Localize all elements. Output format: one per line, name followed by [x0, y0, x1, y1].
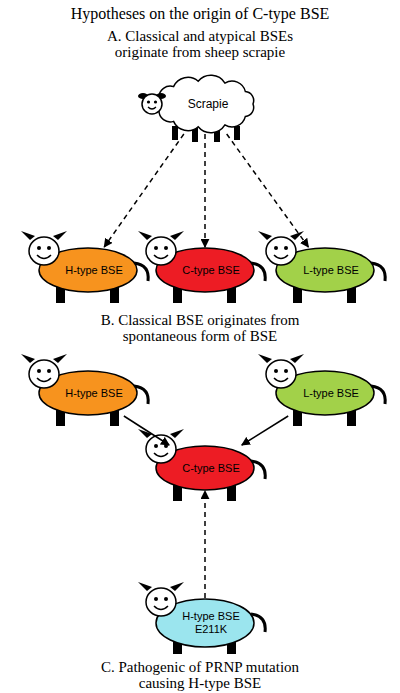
body-ellipse	[276, 248, 374, 292]
cow-body: H-type BSE	[38, 247, 138, 293]
sheep-cloud: Scrapie	[150, 74, 260, 134]
cow-head	[21, 354, 67, 388]
cow-head	[138, 582, 184, 616]
node-label: C-type BSE	[182, 462, 239, 475]
sheep-eye	[147, 100, 150, 103]
cow-body: L-type BSE	[275, 370, 375, 416]
node-label: H-type BSE E211K	[171, 610, 251, 636]
connector-arrow	[227, 134, 309, 247]
cow-body: L-type BSE	[275, 247, 375, 293]
sheep-ear	[138, 93, 148, 99]
connector-arrow	[104, 134, 184, 247]
sheep-face	[142, 94, 162, 114]
sheep-ear	[156, 93, 166, 99]
cow-body: C-type BSE	[155, 445, 255, 491]
cow-body: C-type BSE	[155, 247, 255, 293]
sheep-leg	[234, 126, 240, 140]
connector-arrow	[204, 491, 206, 598]
diagram-title: Hypotheses on the origin of C-type BSE	[0, 5, 400, 23]
cow-head	[138, 231, 184, 265]
node-label: L-type BSE	[303, 264, 359, 277]
body-ellipse	[156, 599, 254, 647]
body-ellipse	[156, 248, 254, 292]
connector-arrow	[124, 416, 169, 445]
section-heading: B. Classical BSE originates from spontan…	[80, 312, 320, 344]
body-ellipse	[276, 371, 374, 415]
sheep-eye	[154, 100, 157, 103]
cow-head	[258, 231, 304, 265]
cow-head	[21, 231, 67, 265]
node-label: Scrapie	[188, 98, 229, 111]
cow-body: H-type BSE E211K	[155, 598, 255, 648]
cow-head	[138, 429, 184, 463]
section-heading: A. Classical and atypical BSEs originate…	[80, 28, 320, 60]
body-ellipse	[39, 248, 137, 292]
connector-arrow	[204, 134, 206, 247]
sheep-leg	[172, 126, 178, 140]
node-label: L-type BSE	[303, 387, 359, 400]
node-label: C-type BSE	[182, 264, 239, 277]
node-label: H-type BSE	[65, 387, 122, 400]
connector-arrow	[242, 416, 288, 445]
section-heading: C. Pathogenic of PRNP mutation causing H…	[80, 659, 320, 691]
sheep-head	[138, 93, 166, 114]
body-ellipse	[156, 446, 254, 490]
sheep-smile	[148, 107, 156, 109]
node-label: H-type BSE	[65, 264, 122, 277]
cow-head	[258, 354, 304, 388]
body-ellipse	[39, 371, 137, 415]
cloud-outline	[156, 75, 254, 132]
cow-body: H-type BSE	[38, 370, 138, 416]
